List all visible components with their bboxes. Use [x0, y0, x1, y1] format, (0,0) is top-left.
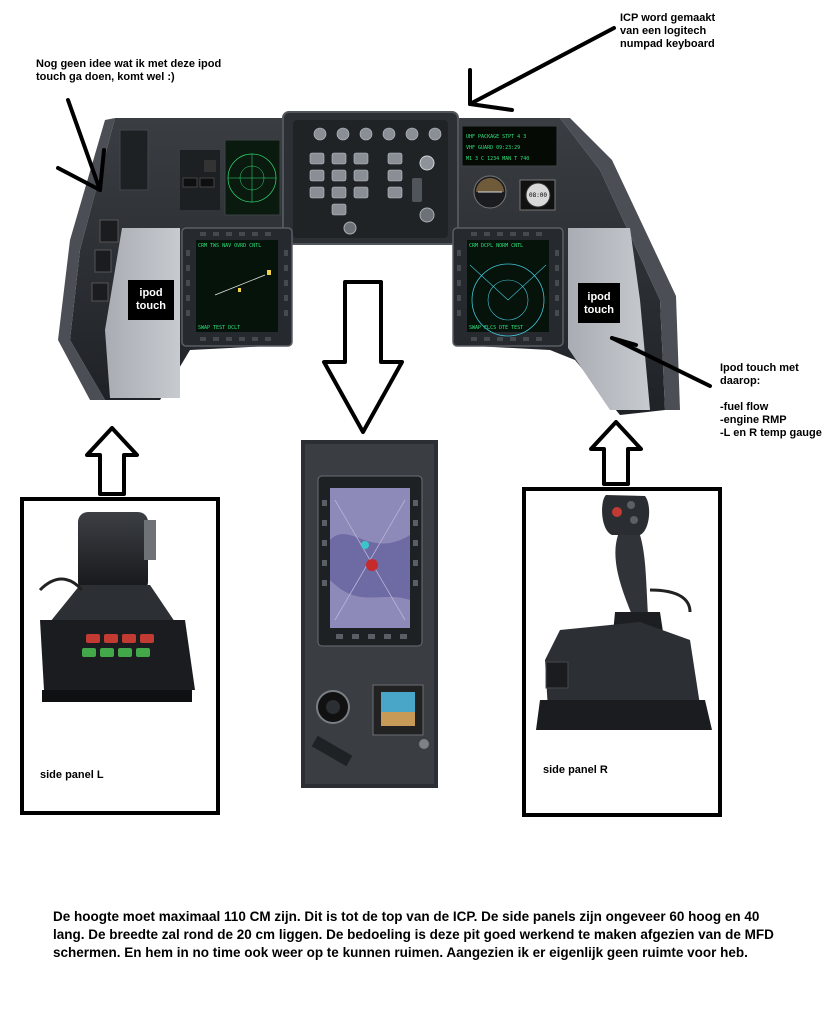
ded-line-3: M1 3 C 1234 MAN T 740 [466, 156, 529, 162]
right-mfd-top-labels: CRM DCPL NORM CNTL [469, 243, 523, 249]
ded-line-2: VHF GUARD 09:23:29 [466, 145, 520, 151]
left-mfd-bottom-labels: SWAP TEST DCLT [198, 325, 240, 331]
svg-text:08:00: 08:00 [529, 192, 547, 199]
throttle-image [38, 512, 195, 702]
ipod-right-label: ipod touch [584, 291, 614, 316]
side-panel-right-caption: side panel R [543, 764, 608, 776]
cockpit-panel: UHF PACKAGE STPT 4 3 VHF GUARD 09:23:29 … [58, 111, 680, 415]
throttle-buttons [82, 634, 154, 657]
center-console [301, 440, 438, 788]
ipod-note: Nog geen idee wat ik met deze ipod touch… [36, 58, 222, 83]
ipod-left-screen [128, 280, 174, 320]
ipod-left-label: ipod touch [136, 287, 166, 312]
arrow-down-center [322, 280, 404, 434]
icp-buttons [309, 127, 442, 216]
arrow-up-right [589, 420, 643, 486]
icp-note: ICP word gemaakt van een logitech numpad… [620, 12, 716, 50]
left-mfd-top-labels: CRM TWS NAV OVRD CNTL [198, 243, 261, 249]
arrow-icp [468, 26, 616, 106]
annotation-arrows [56, 26, 712, 388]
arrow-ipod-left [66, 98, 102, 192]
ded-display [461, 125, 558, 167]
arrow-ipod-right [610, 336, 712, 388]
right-mfd-bottom-labels: SWAP FLCS DTE TEST [469, 325, 523, 331]
description-text: De hoogte moet maximaal 110 CM zijn. Dit… [53, 909, 774, 960]
joystick-image [536, 495, 712, 730]
ipod-right-screen [578, 283, 620, 323]
arrow-up-left [85, 426, 139, 496]
side-panel-left-caption: side panel L [40, 769, 104, 781]
ded-line-1: UHF PACKAGE STPT 4 3 [466, 134, 526, 140]
ipod-right-note: Ipod touch met daarop: -fuel flow -engin… [720, 362, 822, 439]
